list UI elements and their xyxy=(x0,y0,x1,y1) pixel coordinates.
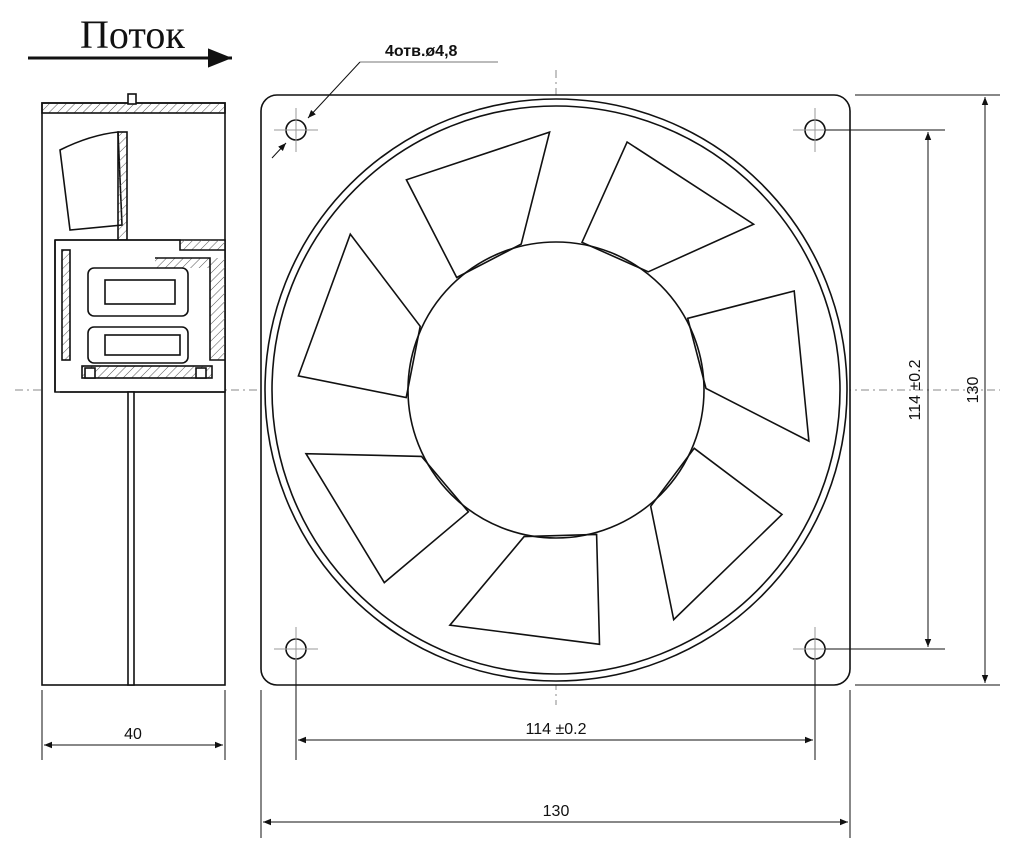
fan-blade xyxy=(686,289,810,443)
fan-blade xyxy=(405,130,551,279)
fan-blade xyxy=(297,232,422,399)
hole-spacing-vertical-label: 114 ±0.2 xyxy=(907,359,924,420)
frame-height-label: 130 xyxy=(965,377,982,404)
fan-blade xyxy=(448,533,601,646)
frame-width-label: 130 xyxy=(543,803,570,820)
dimension-depth xyxy=(41,690,226,760)
fan-blade xyxy=(580,140,756,273)
holes-callout-label: 4отв.ø4,8 xyxy=(385,43,458,60)
front-view xyxy=(260,94,851,686)
holes-callout xyxy=(271,61,498,159)
dimension-lines-front xyxy=(260,94,1000,838)
side-view xyxy=(41,93,226,686)
fan-blade xyxy=(649,447,784,622)
flow-label: Поток xyxy=(80,12,185,57)
blades xyxy=(297,130,810,646)
depth-label: 40 xyxy=(124,726,142,743)
fan-blade xyxy=(304,452,470,584)
hole-spacing-horizontal-label: 114 ±0.2 xyxy=(526,721,587,738)
mounting-holes xyxy=(274,108,837,671)
